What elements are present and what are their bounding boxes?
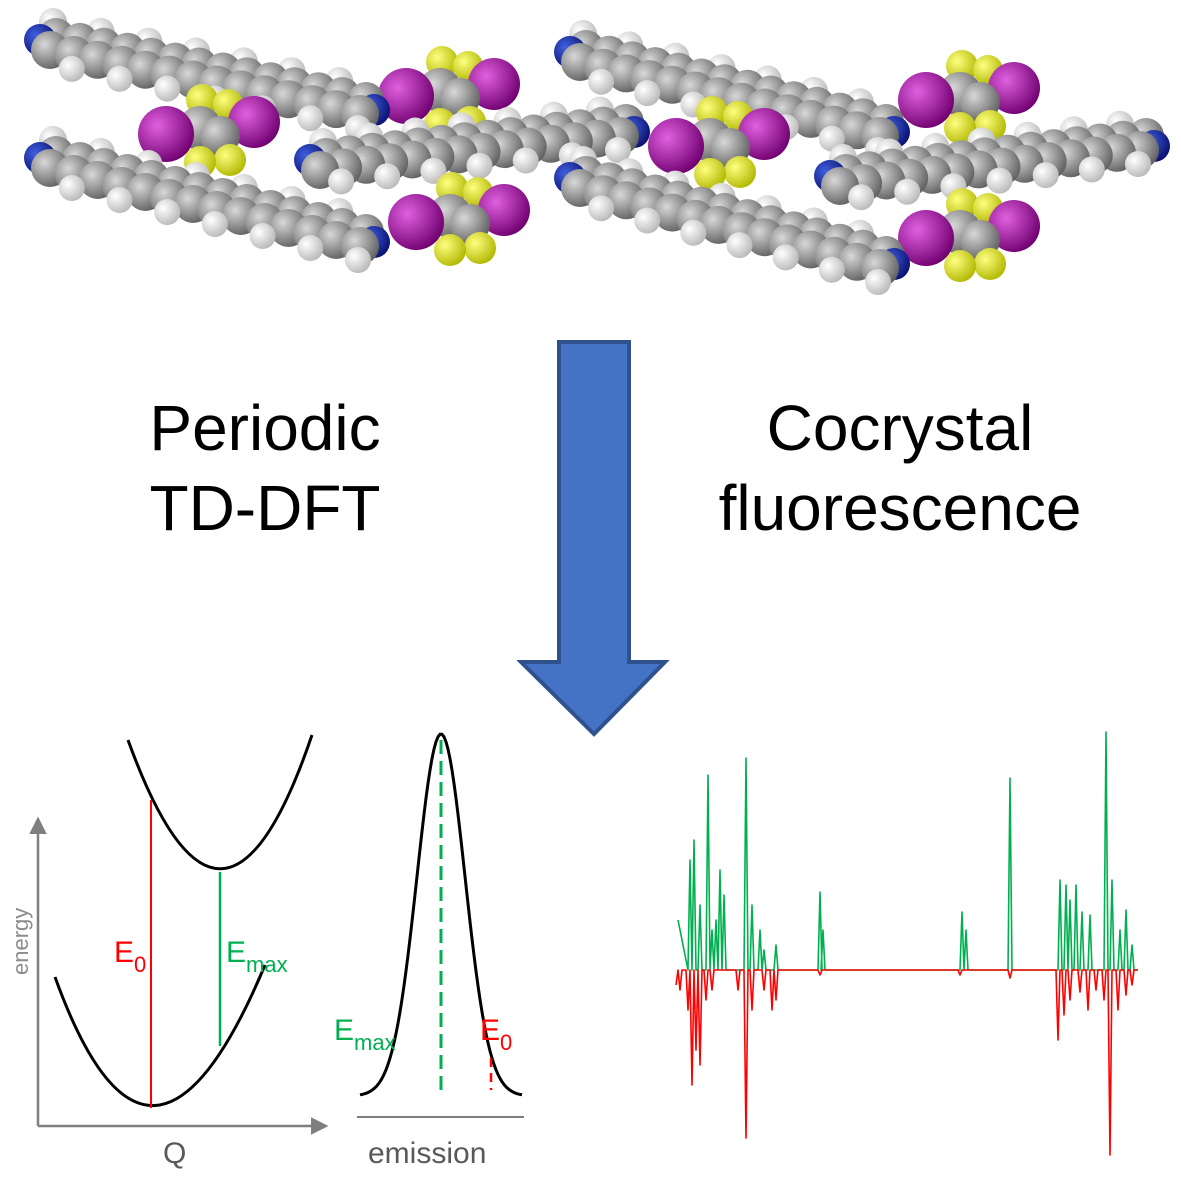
atom-sphere	[106, 187, 133, 213]
atom-sphere	[249, 223, 276, 249]
atom-sphere	[605, 137, 631, 163]
atom-sphere	[726, 232, 753, 259]
atom-sphere	[680, 219, 707, 246]
label-right-line1: Cocrystal	[766, 392, 1034, 464]
atom-sphere	[694, 158, 726, 190]
atom-sphere	[468, 58, 520, 110]
atom-sphere	[974, 248, 1006, 280]
atom-sphere	[374, 163, 401, 190]
atom-sphere	[738, 108, 790, 160]
cocrystal-packing-image	[24, 8, 1170, 295]
emission-emax-label: Emax	[334, 1014, 396, 1055]
spectrum-trace-plot	[675, 731, 1138, 1156]
emission-peak-curve	[359, 732, 523, 1097]
label-left-line2: TD-DFT	[149, 472, 381, 544]
atom-sphere	[986, 167, 1013, 194]
atom-sphere	[1078, 156, 1105, 183]
atom-sphere	[848, 184, 875, 211]
atom-sphere	[154, 199, 181, 225]
e0-label: E0	[114, 936, 146, 977]
atom-sphere	[466, 152, 493, 179]
atom-sphere	[898, 72, 954, 128]
bottom-diagrams: energy Q E0 Emax emission Emax E0	[8, 731, 1138, 1170]
atom-sphere	[648, 118, 704, 174]
atom-spheres	[24, 8, 1170, 295]
emission-axis-label: emission	[368, 1137, 486, 1170]
atom-sphere	[464, 232, 496, 264]
atom-sphere	[988, 62, 1040, 114]
atom-sphere	[944, 112, 976, 144]
emission-band-diagram: emission Emax E0	[334, 732, 524, 1170]
atom-sphere	[201, 211, 228, 237]
atom-sphere	[988, 200, 1040, 252]
atom-sphere	[378, 68, 434, 124]
energy-axis-label: energy	[8, 908, 33, 975]
atom-sphere	[818, 256, 845, 283]
label-right-line2: fluorescence	[718, 472, 1082, 544]
atom-sphere	[420, 157, 447, 184]
atom-sphere	[58, 175, 85, 201]
atom-sphere	[214, 144, 246, 176]
ground-state-curve	[53, 964, 267, 1107]
emax-label: Emax	[226, 936, 288, 977]
atom-sphere	[434, 234, 466, 266]
emission-e0-label: E0	[480, 1014, 512, 1055]
atom-sphere	[138, 106, 194, 162]
atom-sphere	[865, 269, 891, 295]
atom-sphere	[388, 194, 444, 250]
atom-sphere	[634, 80, 661, 107]
down-arrow-icon	[517, 340, 670, 737]
atom-sphere	[154, 75, 181, 102]
atom-sphere	[106, 65, 133, 92]
cocrystal-fluorescence-label: Cocrystal fluorescence	[660, 388, 1140, 548]
red-trace-line	[675, 969, 1138, 1156]
atom-sphere	[772, 244, 799, 271]
excited-state-curve	[126, 734, 314, 871]
atom-sphere	[297, 235, 324, 261]
q-axis-label: Q	[163, 1137, 186, 1170]
atom-sphere	[58, 55, 85, 82]
atom-sphere	[1032, 162, 1059, 189]
atom-sphere	[1125, 151, 1151, 177]
atom-sphere	[944, 250, 976, 282]
atom-sphere	[894, 178, 921, 205]
atom-sphere	[328, 168, 355, 195]
atom-sphere	[588, 68, 615, 95]
label-left-line1: Periodic	[149, 392, 381, 464]
atom-sphere	[297, 105, 324, 132]
atom-sphere	[634, 207, 661, 234]
atom-sphere	[228, 96, 280, 148]
atom-sphere	[478, 184, 530, 236]
atom-sphere	[588, 195, 615, 222]
atom-sphere	[898, 210, 954, 266]
potential-energy-diagram: energy Q E0 Emax	[8, 734, 329, 1170]
atom-sphere	[724, 156, 756, 188]
atom-sphere	[345, 247, 371, 273]
periodic-tddft-label: Periodic TD-DFT	[95, 388, 435, 548]
atom-sphere	[512, 147, 539, 174]
green-trace-line	[677, 731, 1138, 971]
